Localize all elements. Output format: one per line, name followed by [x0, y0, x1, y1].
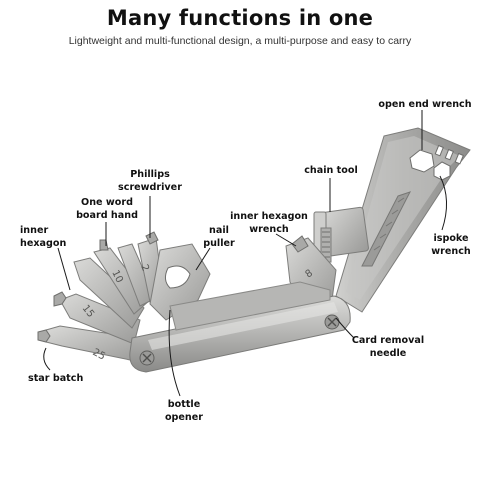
bit-marking-10: 10: [109, 268, 124, 284]
leader-inner-hexagon: [57, 247, 71, 291]
leader-inner-hexagon-wrench: [275, 233, 297, 247]
leader-star-batch: [43, 347, 51, 371]
label-open-end-wrench: open end wrench: [378, 99, 472, 110]
label-star-batch: star batch: [28, 373, 84, 384]
label-chain-tool: chain tool: [304, 165, 358, 176]
leader-ispoke-wrench: [439, 175, 447, 231]
label-ispoke-wrench: ispoke wrench: [431, 233, 471, 257]
callout-leaders: [43, 110, 447, 397]
chain-tool: [313, 206, 369, 263]
label-one-word-board-hand: One word board hand: [76, 197, 138, 221]
bit-marking-8: 8: [304, 268, 315, 281]
label-bottle-opener: bottle opener: [164, 399, 204, 423]
label-inner-hexagon: inner hexagon: [20, 225, 67, 249]
tool-body: [129, 281, 351, 373]
leader-bottle-opener: [168, 309, 181, 397]
open-end-wrench-arm: [335, 127, 471, 313]
leader-nail-puller: [195, 247, 211, 271]
label-inner-hexagon-wrench: inner hexagon wrench: [230, 211, 308, 235]
page-title: Many functions in one: [106, 6, 374, 30]
label-card-removal-needle: Card removal needle: [351, 335, 425, 359]
label-nail-puller: nail puller: [203, 225, 235, 249]
leader-card-removal-needle: [335, 317, 355, 339]
bit-marking-2: 2: [138, 263, 151, 273]
page-subtitle: Lightweight and multi-functional design,…: [68, 35, 412, 47]
bit-marking-25: 25: [91, 347, 107, 363]
label-phillips-screwdriver: Phillips screwdriver: [118, 169, 182, 193]
